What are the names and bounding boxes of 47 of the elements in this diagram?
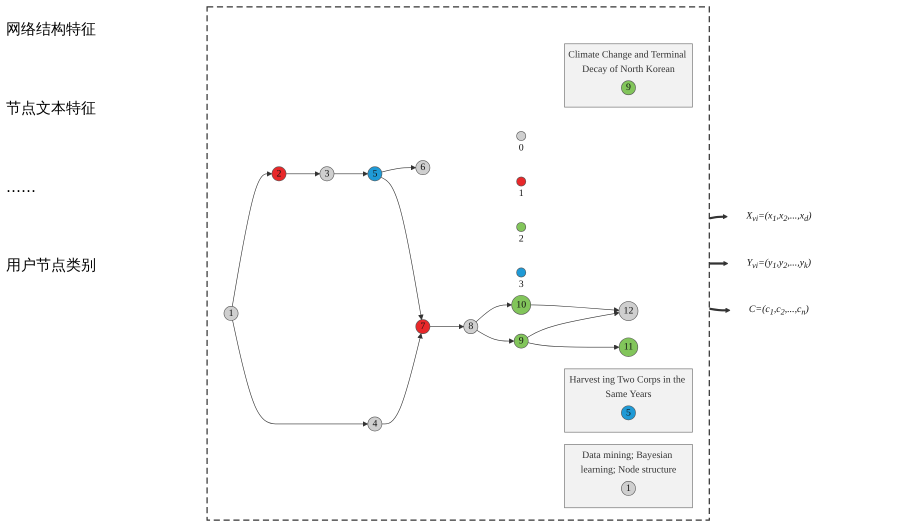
arrow bbox=[232, 171, 272, 307]
node-circle bbox=[516, 176, 526, 186]
node-label: 2 bbox=[518, 233, 524, 244]
arrow bbox=[530, 304, 620, 313]
node-circle: 4 bbox=[368, 416, 382, 432]
node-circle: 12 bbox=[618, 301, 638, 321]
node-label: 0 bbox=[518, 142, 524, 153]
node-circle: 1 bbox=[621, 481, 636, 496]
arrow bbox=[528, 342, 620, 350]
arrow bbox=[381, 164, 416, 172]
node-text: Y$_{vi}$=(y$_{1}$,y$_{2}$,...,y$_{k}$) bbox=[746, 257, 811, 270]
section-label: …… bbox=[6, 178, 37, 196]
arrow bbox=[476, 302, 512, 322]
node-circle: 2 bbox=[272, 166, 286, 182]
node-circle: 9 bbox=[514, 334, 529, 348]
node-circle: 7 bbox=[415, 319, 430, 334]
node-circle bbox=[516, 222, 526, 232]
node-circle: 6 bbox=[415, 160, 430, 176]
section-label: 网络结构特征 bbox=[6, 20, 97, 39]
arrow bbox=[709, 308, 731, 314]
node-circle: 8 bbox=[463, 319, 478, 334]
arrow bbox=[380, 176, 424, 320]
node-circle bbox=[516, 268, 526, 278]
node-circle: 5 bbox=[368, 166, 382, 182]
arrow bbox=[709, 260, 728, 266]
arrow bbox=[286, 171, 320, 177]
node-circle: 1 bbox=[224, 306, 238, 321]
section-label: 节点文本特征 bbox=[6, 99, 97, 118]
node-text: C=(c$_{1}$,c$_{2}$,...,c$_{n}$) bbox=[748, 304, 809, 317]
arrow bbox=[430, 324, 464, 330]
node-label: 1 bbox=[518, 188, 524, 198]
node-circle bbox=[516, 131, 526, 141]
node-circle: 5 bbox=[621, 405, 636, 420]
node-circle: 11 bbox=[618, 338, 638, 357]
arrow bbox=[334, 171, 368, 177]
section-label: 用户节点类别 bbox=[6, 256, 97, 275]
arrow bbox=[526, 310, 620, 338]
arrow bbox=[476, 330, 514, 344]
node-circle: 3 bbox=[320, 166, 334, 182]
node-circle: 10 bbox=[511, 295, 532, 315]
arrow bbox=[382, 333, 423, 424]
node-label: 3 bbox=[518, 278, 524, 290]
node-text: X$_{vi}$=(x$_{1}$,x$_{2}$,...,x$_{d}$) bbox=[746, 210, 812, 223]
cluster bbox=[206, 6, 710, 521]
arrow bbox=[232, 320, 368, 427]
arrow bbox=[709, 214, 728, 220]
node-circle: 9 bbox=[621, 80, 636, 96]
